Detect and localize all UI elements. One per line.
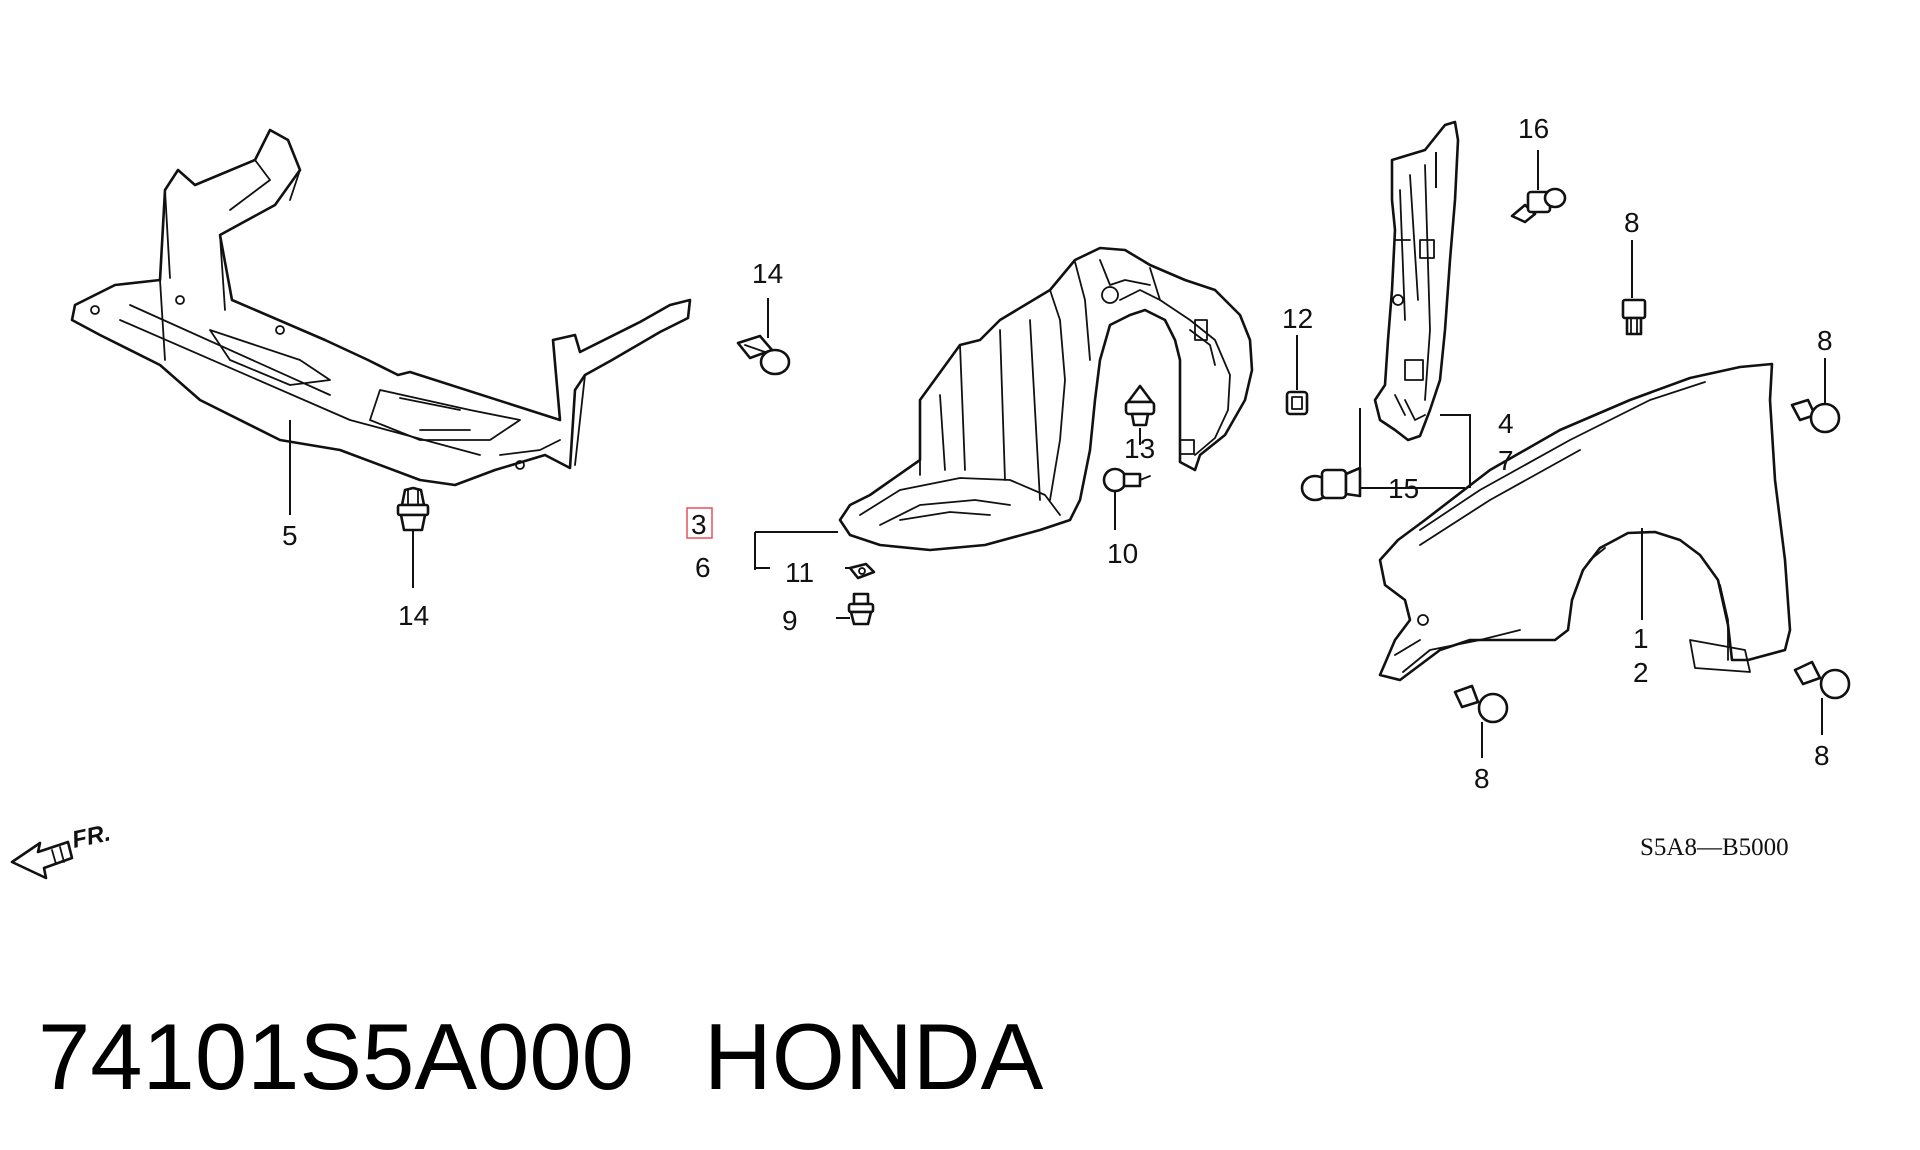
diagram-code: S5A8—B5000 bbox=[1640, 834, 1789, 861]
callout-14-lower[interactable]: 14 bbox=[398, 600, 429, 631]
callout-8-top[interactable]: 8 bbox=[1624, 207, 1640, 238]
callout-11[interactable]: 11 bbox=[785, 557, 814, 588]
callout-7[interactable]: 7 bbox=[1498, 445, 1514, 476]
callout-1[interactable]: 1 bbox=[1633, 623, 1649, 654]
callout-10[interactable]: 10 bbox=[1107, 538, 1138, 569]
clip-part-12 bbox=[1285, 390, 1309, 416]
bolt-part-8-right bbox=[1790, 398, 1841, 434]
callout-8-lower-left[interactable]: 8 bbox=[1474, 763, 1490, 794]
callout-8-right[interactable]: 8 bbox=[1817, 325, 1833, 356]
clip-part-14-lower bbox=[396, 486, 430, 532]
screw-part-9 bbox=[847, 592, 875, 626]
bolt-part-8-top bbox=[1621, 298, 1647, 336]
clip-part-16 bbox=[1510, 187, 1567, 224]
fender-bracket-part-4 bbox=[1373, 120, 1460, 442]
screw-part-10 bbox=[1102, 467, 1151, 493]
clip-part-13 bbox=[1124, 384, 1156, 427]
clip-part-14-upper bbox=[736, 334, 791, 376]
clip-part-15 bbox=[1300, 466, 1362, 502]
bolt-part-8-lower-right bbox=[1793, 660, 1851, 700]
front-fender-part-1 bbox=[1378, 362, 1792, 682]
part-number: 74101S5A000 bbox=[38, 1004, 634, 1109]
leader-lines bbox=[289, 150, 1826, 758]
direction-label: FR. bbox=[70, 819, 113, 853]
front-direction-arrow: FR. bbox=[10, 819, 113, 880]
callout-13[interactable]: 13 bbox=[1124, 433, 1155, 464]
callout-3[interactable]: 3 bbox=[691, 509, 707, 540]
callout-4[interactable]: 4 bbox=[1498, 408, 1514, 439]
nut-part-11 bbox=[848, 562, 876, 580]
bolt-part-8-lower-left bbox=[1453, 684, 1509, 724]
highlight-box bbox=[686, 507, 713, 539]
callouts: 3 6 11 9 5 14 14 13 10 12 16 4 7 15 8 8 … bbox=[282, 113, 1833, 794]
callout-16[interactable]: 16 bbox=[1518, 113, 1549, 144]
callout-9[interactable]: 9 bbox=[782, 605, 798, 636]
callout-6[interactable]: 6 bbox=[695, 552, 711, 583]
callout-2[interactable]: 2 bbox=[1633, 657, 1649, 688]
callout-12[interactable]: 12 bbox=[1282, 303, 1313, 334]
brand-name: HONDA bbox=[703, 1004, 1044, 1109]
callout-5[interactable]: 5 bbox=[282, 520, 298, 551]
callout-15[interactable]: 15 bbox=[1388, 473, 1419, 504]
callout-8-lower-right[interactable]: 8 bbox=[1814, 740, 1830, 771]
inner-fender-part-3 bbox=[838, 246, 1254, 552]
under-cover-part-5 bbox=[70, 128, 692, 487]
callout-14-upper[interactable]: 14 bbox=[752, 258, 783, 289]
